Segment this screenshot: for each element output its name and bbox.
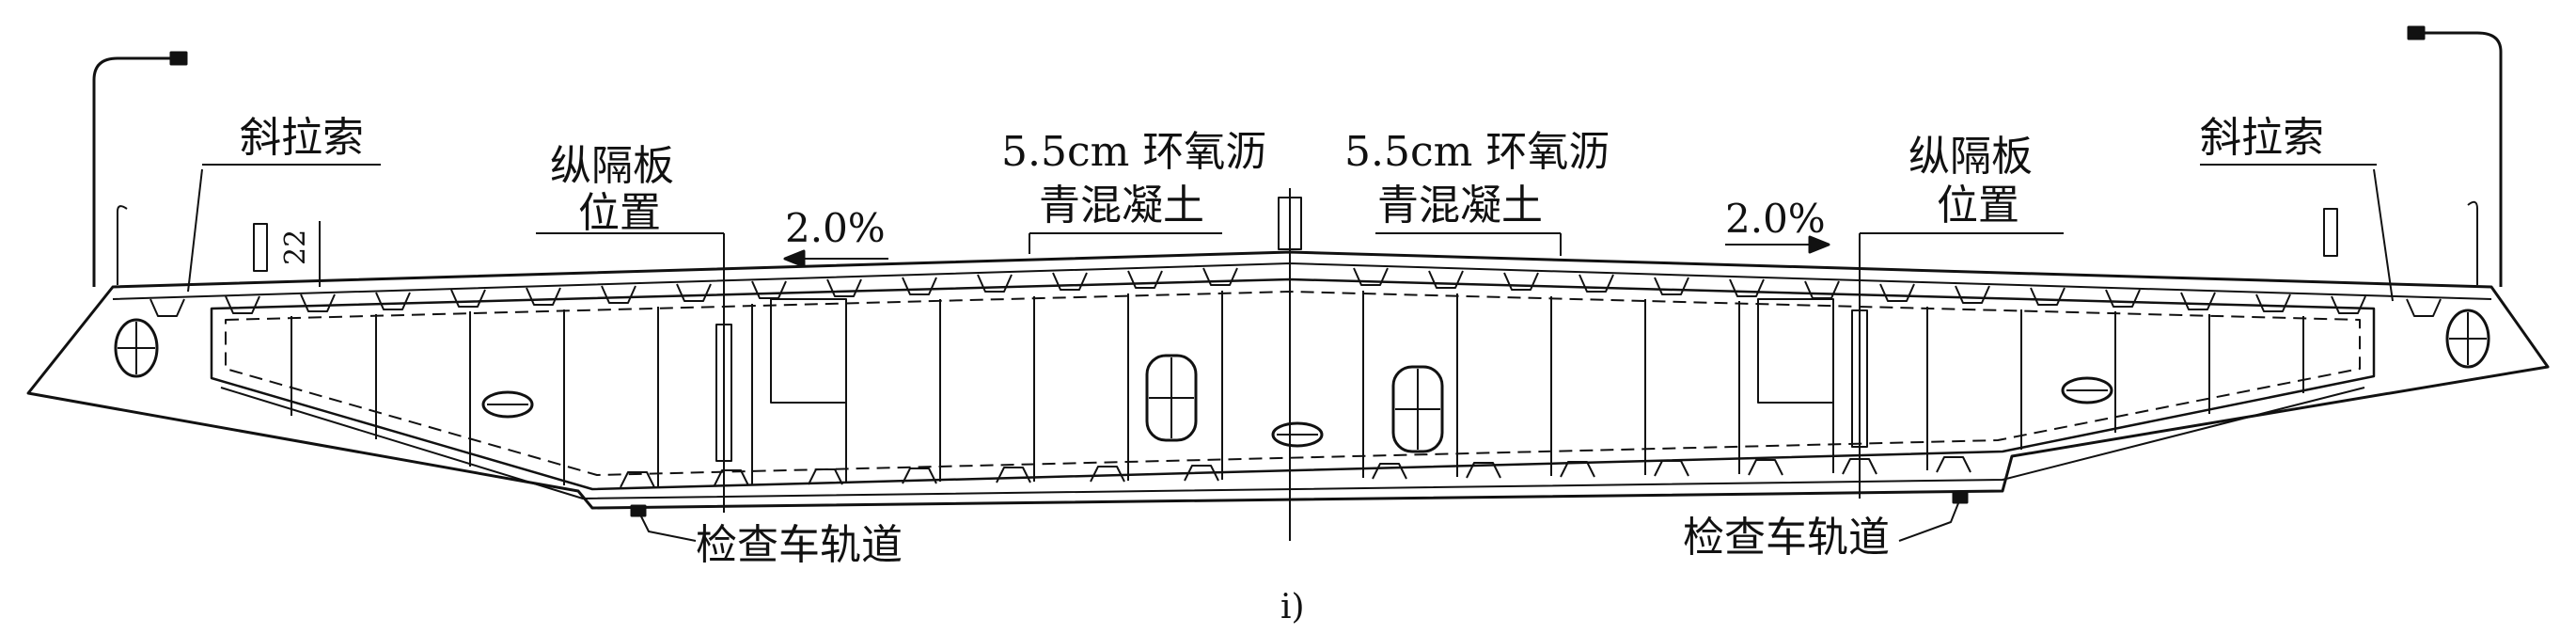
- inner-box-dashed: [225, 291, 2361, 476]
- railing-left: [117, 205, 128, 285]
- manhole-left-mid: [1145, 354, 1198, 442]
- pavement-label-right-1: 5.5cm 环氧沥: [1344, 128, 1610, 176]
- manhole-right-web: [2445, 309, 2490, 369]
- cable-label-right: 斜拉索: [2200, 114, 2324, 162]
- diaphragm-label-right-2: 位置: [1937, 182, 2019, 230]
- track-label-left: 检查车轨道: [696, 521, 903, 569]
- lamp-post-left: [92, 56, 179, 287]
- diaphragm-label-left-2: 位置: [578, 189, 661, 237]
- deck-u-ribs: [149, 267, 2442, 317]
- cable-left-line: [187, 168, 203, 293]
- track-label-right: 检查车轨道: [1683, 514, 1890, 562]
- dimension-22: 22: [279, 229, 312, 265]
- web-stiffeners: [291, 291, 2304, 487]
- frame-right: [1757, 298, 1834, 404]
- pavement-label-right-2: 青混凝土: [1377, 182, 1543, 230]
- anchor-right: [2323, 208, 2338, 257]
- pavement-label-left-2: 青混凝土: [1039, 182, 1204, 230]
- railing-right: [2467, 200, 2478, 285]
- figure-caption: i): [1280, 588, 1305, 626]
- cable-right-line: [2373, 168, 2394, 302]
- manhole-right-mid: [1391, 365, 1444, 453]
- inner-box-outer: [210, 277, 2376, 491]
- manhole-right-small: [2061, 376, 2113, 404]
- slope-label-left: 2.0%: [785, 205, 886, 251]
- lamp-post-right: [2416, 31, 2503, 287]
- diaphragm-label-right-1: 纵隔板: [1908, 133, 2033, 181]
- diaphragm-label-left-1: 纵隔板: [550, 142, 674, 190]
- cable-label-left: 斜拉索: [240, 114, 364, 162]
- manhole-left-web: [114, 318, 159, 378]
- manhole-center: [1271, 421, 1324, 448]
- girder-outer-outline: [26, 250, 2550, 510]
- anchor-left: [253, 223, 268, 272]
- diaphragm-stiffener-left: [715, 324, 732, 462]
- diaphragm-stiffener-right: [1851, 309, 1868, 448]
- median-barrier: [1278, 197, 1302, 250]
- frame-left: [770, 298, 847, 404]
- pavement-label-left-1: 5.5cm 环氧沥: [1001, 128, 1267, 176]
- bottom-plate-inner: [220, 387, 2365, 499]
- slope-label-right: 2.0%: [1725, 196, 1826, 242]
- bottom-u-ribs: [620, 456, 1971, 488]
- manhole-left-small: [481, 390, 534, 419]
- deck-plate: [112, 262, 2492, 300]
